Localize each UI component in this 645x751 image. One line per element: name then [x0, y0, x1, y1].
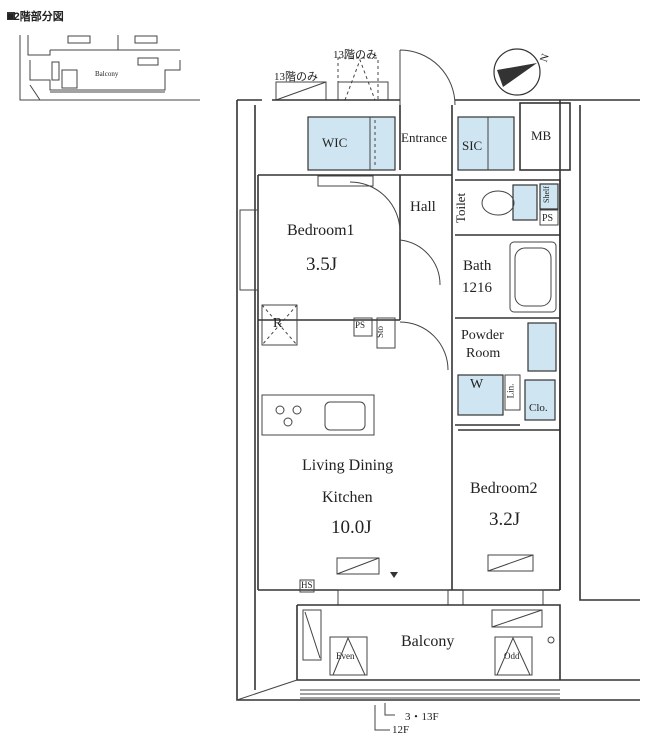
bedroom2-size: 3.2J	[489, 509, 521, 530]
room-ps: PS	[355, 320, 366, 330]
bath-size: 1216	[462, 280, 492, 296]
room-powder: Powder	[461, 328, 504, 343]
ac-odd-label: Odd	[504, 651, 520, 661]
room-sic: SIC	[462, 138, 483, 153]
room-sto: Sto	[375, 325, 386, 339]
room-clo: Clo.	[529, 402, 548, 414]
room-lin: Lin.	[505, 383, 516, 399]
fridge-label: R	[273, 316, 283, 331]
bedroom1-size: 3.5J	[306, 254, 338, 275]
inset-plan	[7, 12, 200, 101]
room-bath: Bath	[463, 258, 492, 274]
rail-3-13f: 3・13F	[405, 711, 439, 723]
room-balcony: Balcony	[401, 633, 455, 650]
ac-even-label: Even	[336, 651, 355, 661]
room-shelf: Shelf	[541, 186, 551, 203]
inset-balcony-label: Balcony	[95, 70, 119, 78]
room-powder-room: Room	[466, 346, 501, 361]
inset-title: ■2階部分図	[7, 11, 64, 23]
note-13f-a: 13階のみ	[274, 71, 318, 83]
room-hs: HS	[301, 580, 313, 590]
compass-icon	[493, 48, 541, 96]
note-13f-b: 13階のみ	[333, 49, 377, 61]
room-ldk: Living Dining	[302, 457, 394, 474]
room-bedroom1: Bedroom1	[287, 222, 355, 239]
room-hall: Hall	[410, 199, 436, 215]
room-ldk-kitchen: Kitchen	[322, 489, 373, 506]
room-bedroom2: Bedroom2	[470, 480, 538, 497]
room-ps-toilet: PS	[542, 213, 554, 224]
room-wic: WIC	[322, 135, 348, 150]
room-entrance: Entrance	[401, 130, 448, 145]
rail-12f: 12F	[392, 724, 410, 736]
ldk-size: 10.0J	[331, 517, 372, 538]
washer-label: W	[470, 377, 484, 392]
room-toilet: Toilet	[453, 192, 469, 224]
room-mb: MB	[531, 128, 552, 143]
